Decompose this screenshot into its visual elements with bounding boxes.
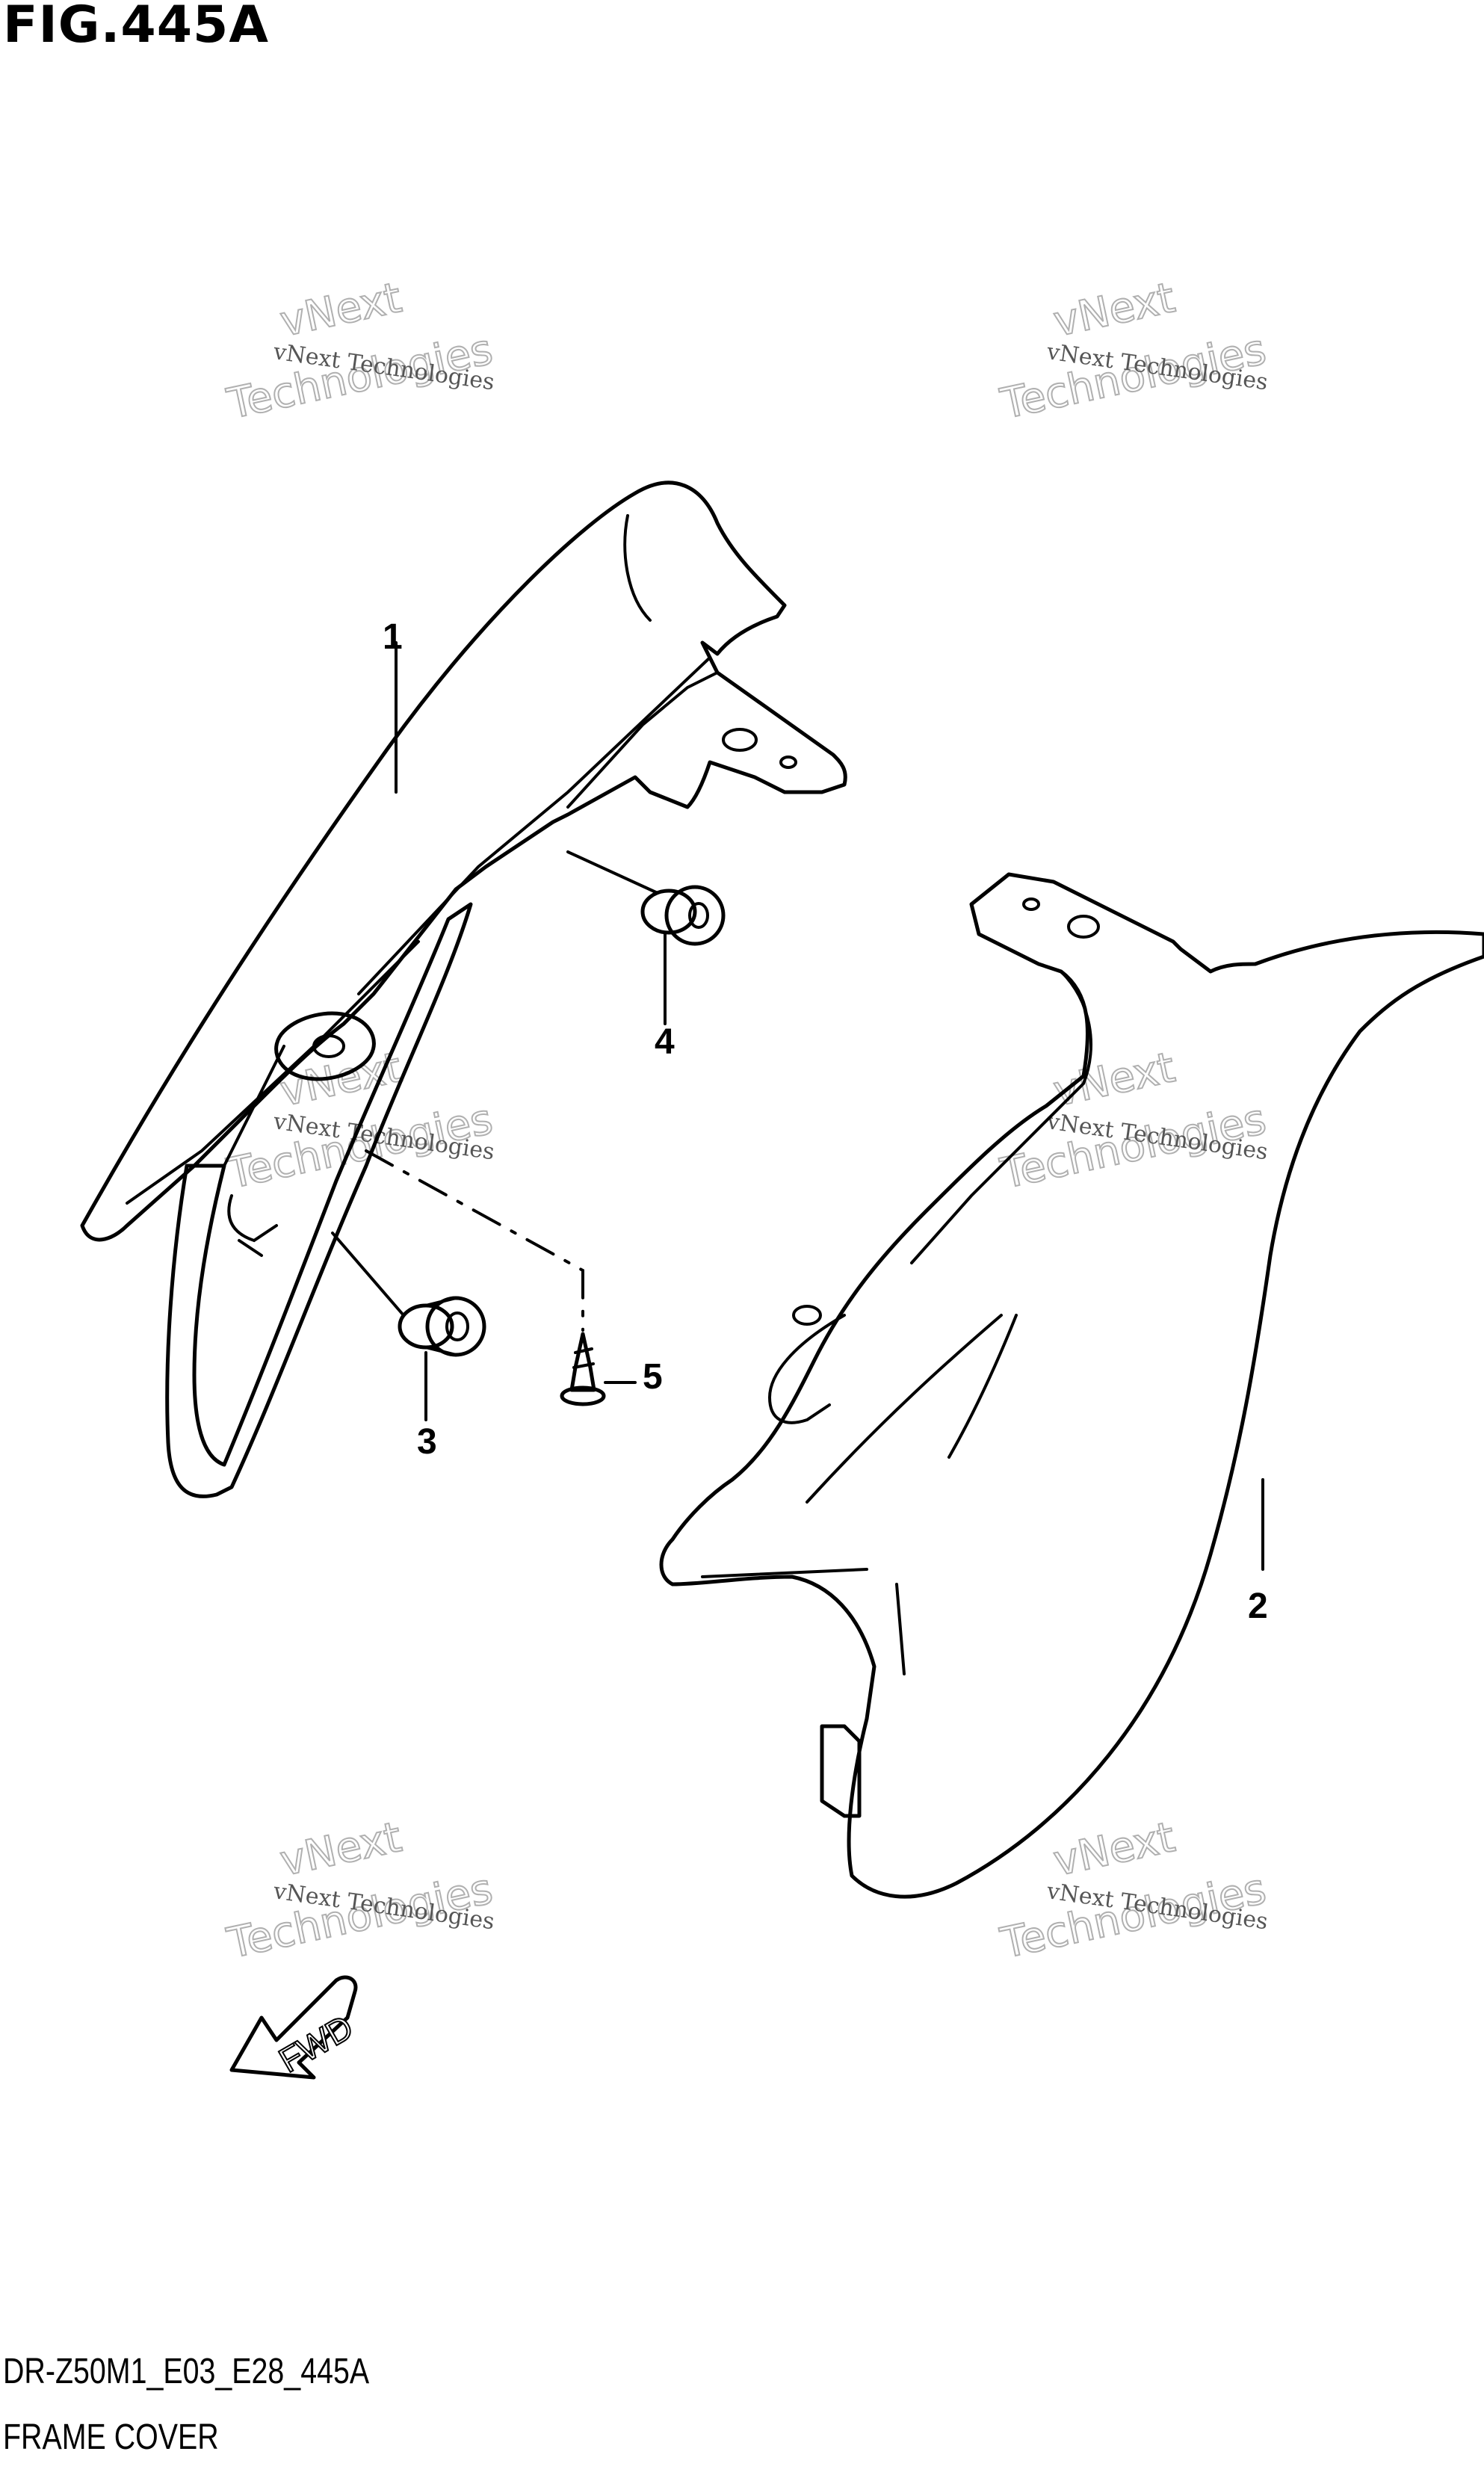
- part-1-left-frame-cover: [80, 481, 847, 1498]
- callout-3: 3: [417, 1422, 437, 1462]
- svg-text:vNext: vNext: [276, 274, 406, 347]
- callout-1: 1: [383, 617, 403, 657]
- watermark-top-right: vNext Technologies vNext Technologies: [995, 273, 1270, 430]
- svg-text:vNext: vNext: [1049, 1813, 1179, 1886]
- watermark-bottom-left: vNext Technologies vNext Technologies: [222, 1812, 497, 1969]
- svg-text:vNext: vNext: [1049, 274, 1179, 347]
- part-3-grommet: [398, 1296, 486, 1357]
- svg-text:vNext: vNext: [1049, 1043, 1179, 1116]
- figure-name: FRAME COVER: [3, 2417, 219, 2457]
- watermark-mid-right: vNext Technologies vNext Technologies: [995, 1042, 1270, 1199]
- watermark-top-left: vNext Technologies vNext Technologies: [222, 273, 497, 430]
- part-2-right-frame-cover: [659, 872, 1484, 1899]
- part-5-screw: [560, 1332, 606, 1406]
- fwd-arrow-icon: FWD: [229, 1975, 360, 2080]
- svg-text:vNext: vNext: [276, 1813, 406, 1886]
- callout-2: 2: [1248, 1586, 1268, 1626]
- part-4-grommet: [640, 885, 726, 946]
- callout-5: 5: [643, 1357, 663, 1397]
- figure-title: FIG.445A: [3, 0, 269, 55]
- leader-lines: [331, 641, 1264, 1571]
- watermark-bottom-right: vNext Technologies vNext Technologies: [995, 1812, 1270, 1969]
- figure-code: DR-Z50M1_E03_E28_445A: [3, 2352, 370, 2391]
- callout-4: 4: [655, 1022, 675, 1062]
